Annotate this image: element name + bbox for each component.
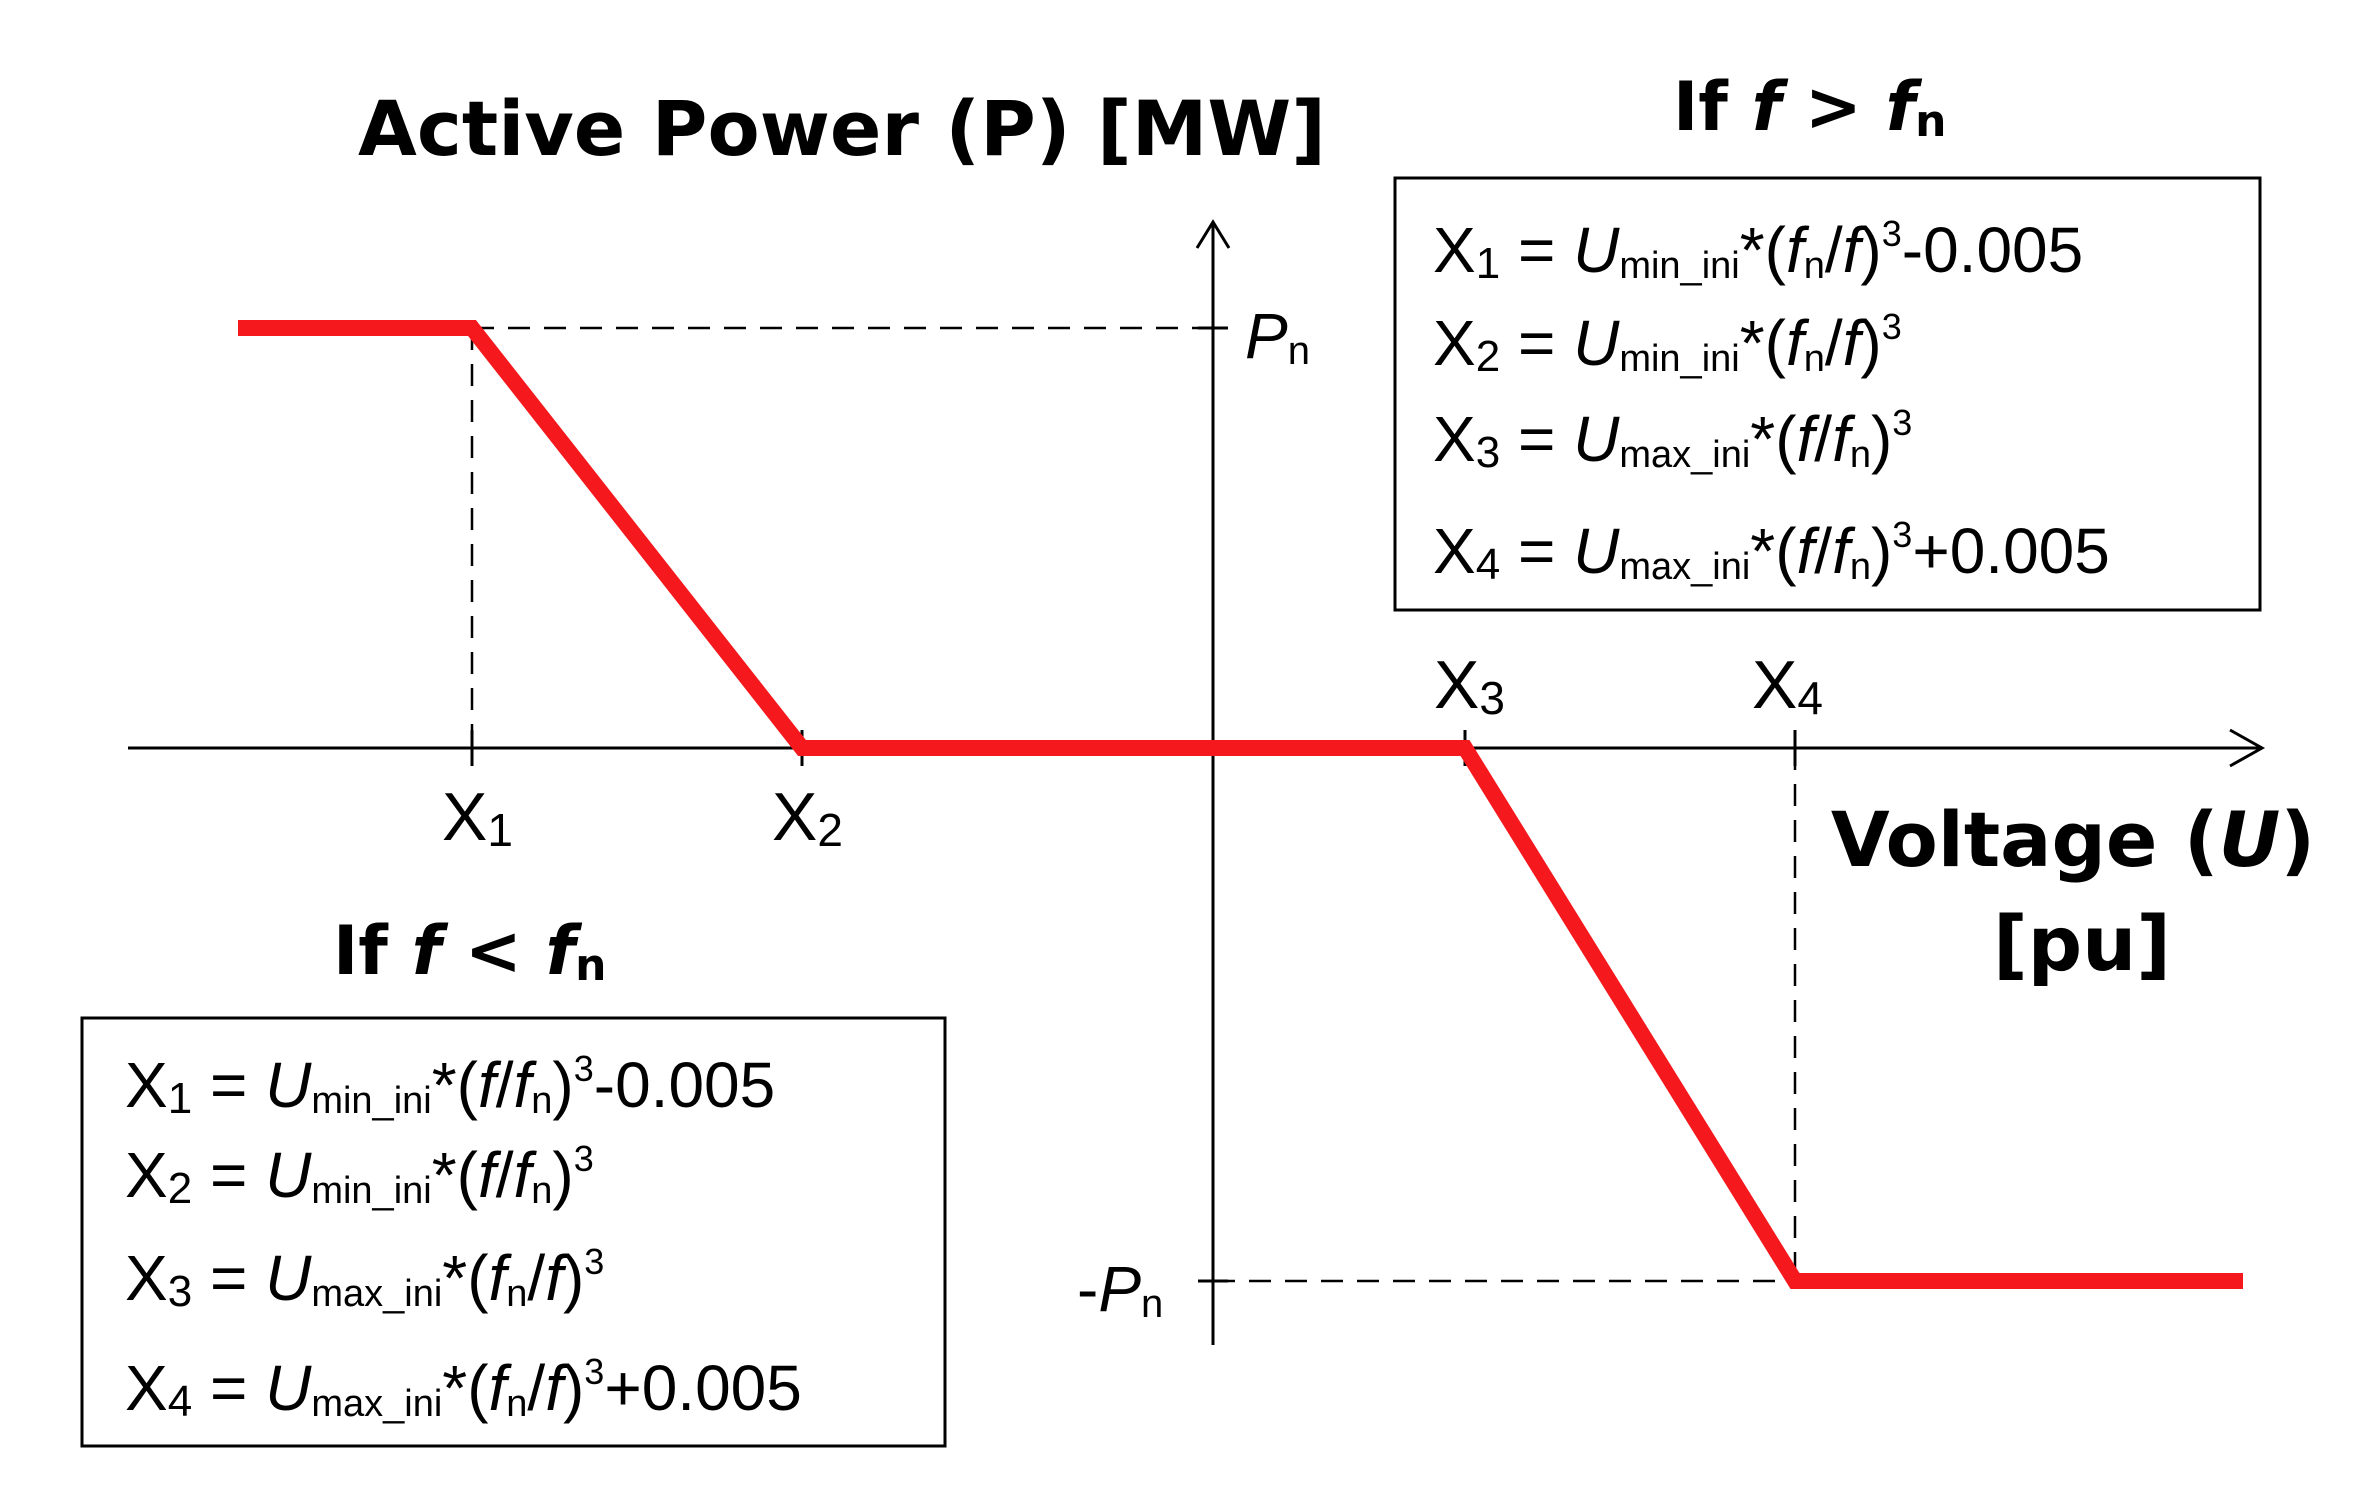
neg-pn-label: -Pn (1077, 1253, 1163, 1326)
x-axis-title: Voltage (U) (1831, 795, 2315, 884)
low-formula-x1: X1 = Umin_ini*(f/fn)3-0.005 (125, 1048, 775, 1123)
high-formula-x1: X1 = Umin_ini*(fn/f)3-0.005 (1433, 213, 2083, 288)
x1-label: X1 (442, 779, 513, 856)
active-power-curve (238, 320, 2243, 1289)
condition-low-box (80, 1016, 947, 1448)
condition-low-heading: If f < fn (333, 912, 606, 991)
low-formula-x3: X3 = Umax_ini*(fn/f)3 (125, 1241, 604, 1316)
high-formula-x4: X4 = Umax_ini*(f/fn)3+0.005 (1433, 514, 2110, 589)
high-formula-x3: X3 = Umax_ini*(f/fn)3 (1433, 402, 1912, 477)
condition-high-box (1393, 176, 2262, 612)
x2-label: X2 (772, 779, 843, 856)
condition-high-formulas: X1 = Umin_ini*(fn/f)3-0.005 X2 = Umin_in… (1433, 213, 2110, 589)
x-axis-unit: [pu] (1993, 899, 2171, 988)
low-formula-x4: X4 = Umax_ini*(fn/f)3+0.005 (125, 1351, 802, 1426)
x-axis-arrowhead (2229, 728, 2266, 768)
condition-high-heading: If f > fn (1673, 68, 1946, 147)
x3-label: X3 (1434, 647, 1505, 724)
y-axis-arrowhead (1195, 219, 1231, 249)
x4-label: X4 (1752, 647, 1823, 724)
pn-label: Pn (1245, 300, 1310, 373)
y-axis-title: Active Power (P) [MW] (358, 84, 1326, 173)
